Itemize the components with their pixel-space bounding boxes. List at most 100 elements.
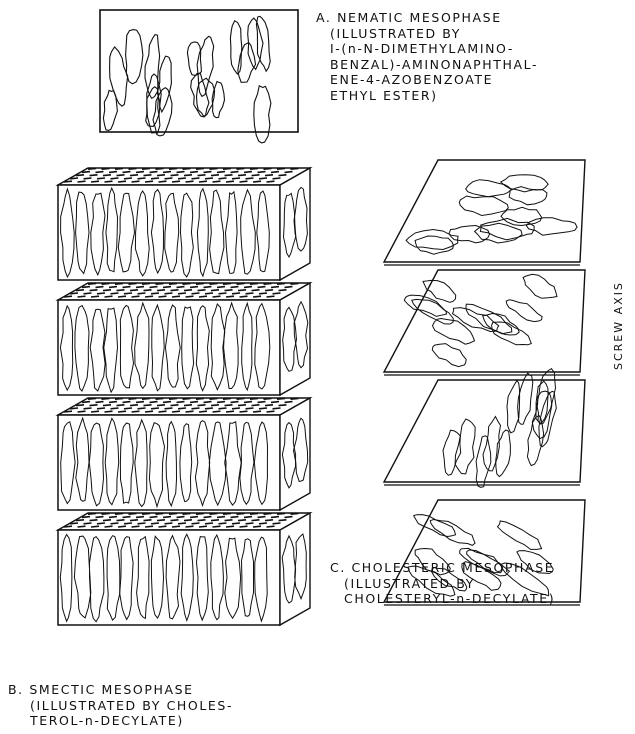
smectic-dash [267,526,275,527]
smectic-dash [223,398,231,399]
smectic-dash [190,287,198,288]
smectic-layer-block [58,283,310,395]
smectic-dash [115,513,123,514]
smectic-dash [76,405,84,406]
smectic-dash [132,411,140,412]
smectic-dash [265,175,273,176]
smectic-dash [273,408,281,409]
smectic-dash [217,517,225,518]
smectic-dash [130,405,138,406]
smectic-dash [244,402,252,403]
smectic-dash [117,290,125,291]
caption-a-line-3: I-(n-N-DIMETHYLAMINO- [316,41,538,57]
smectic-dash [279,405,287,406]
caption-a-letter: A. [316,10,332,25]
smectic-dash [111,293,119,294]
smectic-dash [90,405,98,406]
smectic-dash [78,411,86,412]
smectic-dash [159,181,167,182]
smectic-dash [138,523,146,524]
smectic-dash [178,293,186,294]
smectic-dash [144,290,152,291]
smectic-dash [142,283,150,284]
smectic-dash [117,175,125,176]
caption-a-line-5: ENE-4-AZOBENZOATE [316,72,538,88]
smectic-dash [70,293,78,294]
smectic-dash [97,408,105,409]
smectic-dash [246,178,254,179]
smectic-dash [186,526,194,527]
smectic-dash [258,287,266,288]
smectic-dash [103,290,111,291]
smectic-dash [277,168,285,169]
smectic-dash [238,520,246,521]
smectic-dash [156,513,164,514]
smectic-dash [76,290,84,291]
smectic-dash [285,402,293,403]
smectic-dash [115,168,123,169]
smectic-dash [196,398,204,399]
smectic-dash [96,517,104,518]
caption-c-line-2: (ILLUSTRATED BY [330,576,555,592]
smectic-dash [238,290,246,291]
smectic-dash [90,175,98,176]
smectic-dash [271,172,279,173]
smectic-dash [213,181,221,182]
caption-a-line-2: (ILLUSTRATED BY [316,26,538,42]
smectic-dash [151,178,159,179]
smectic-dash [156,283,164,284]
smectic-dash [172,181,180,182]
smectic-dash [172,411,180,412]
smectic-dash [96,172,104,173]
smectic-dash [183,513,191,514]
caption-a-line-6: ETHYL ESTER) [316,88,538,104]
smectic-dash [165,178,173,179]
smectic-dash [253,411,261,412]
smectic-dash [129,168,137,169]
smectic-dash [169,168,177,169]
smectic-dash [102,168,110,169]
smectic-dash [205,293,213,294]
caption-cholesteric: C. CHOLESTERIC MESOPHASE (ILLUSTRATED BY… [330,560,555,607]
smectic-dash [84,178,92,179]
smectic-dash [264,513,272,514]
nematic-mesophase-drawing [100,10,298,143]
smectic-dash [111,408,119,409]
smectic-dash [150,287,158,288]
smectic-dash [244,172,252,173]
smectic-dash [231,402,239,403]
cholesteric-plane [384,369,585,488]
smectic-dash [225,175,233,176]
smectic-dash [273,293,281,294]
smectic-dash [97,523,105,524]
smectic-dash [244,287,252,288]
smectic-dash [105,181,113,182]
caption-c-line-3: CHOLESTERYL-n-DECYLATE) [330,591,555,607]
smectic-dash [217,172,225,173]
smectic-dash [123,172,131,173]
smectic-dash [291,513,299,514]
smectic-dash [103,405,111,406]
smectic-dash [76,520,84,521]
smectic-dash [177,172,185,173]
smectic-dash [240,526,248,527]
smectic-dash [204,517,212,518]
smectic-dash [231,287,239,288]
smectic-dash [165,408,173,409]
smectic-dash [144,520,152,521]
smectic-dash [192,523,200,524]
smectic-dash [159,296,167,297]
smectic-dash [250,513,258,514]
smectic-dash [163,287,171,288]
smectic-dash [184,290,192,291]
caption-b-line-2: (ILLUSTRATED BY CHOLES- [8,698,233,714]
smectic-dash [151,408,159,409]
smectic-dash [169,513,177,514]
smectic-dash [102,513,110,514]
smectic-dash [84,293,92,294]
caption-smectic: B. SMECTIC MESOPHASE (ILLUSTRATED BY CHO… [8,682,233,729]
smectic-dash [205,178,213,179]
smectic-dash [196,513,204,514]
smectic-dash [145,411,153,412]
smectic-dash [264,283,272,284]
